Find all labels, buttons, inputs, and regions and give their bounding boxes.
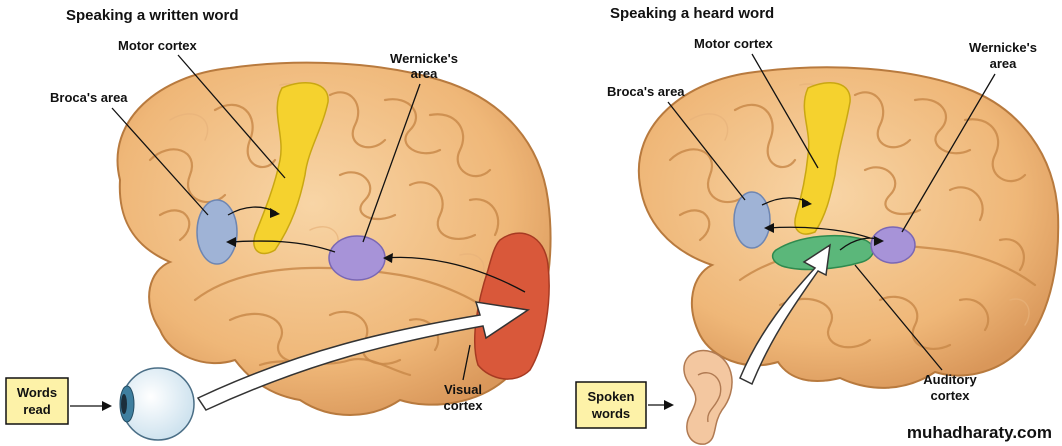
watermark-text: muhadharaty.com: [907, 423, 1052, 442]
left-wernicke-area-region: [328, 235, 386, 281]
right-leader-motor: [751, 53, 819, 169]
left-panel: Speaking a written word: [5, 7, 552, 441]
left-label-visual-line1: Visual: [444, 382, 482, 397]
right-label-wernicke-line1: Wernicke's: [969, 40, 1037, 55]
right-input-box-line1: Spoken: [588, 389, 635, 404]
left-brain-illustration: [116, 61, 552, 416]
right-broca-area-region: [733, 191, 771, 249]
right-arrowhead-motor: [802, 198, 812, 208]
right-arrowhead-broca: [764, 223, 774, 233]
right-arrowhead-wernicke: [874, 236, 884, 246]
left-arrow-visual-to-wernicke: [384, 256, 526, 293]
left-label-wernicke-line2: area: [411, 66, 439, 81]
right-gyri: [668, 83, 1030, 350]
right-panel: Speaking a heard word: [575, 5, 1060, 445]
right-brain-shape: [637, 66, 1060, 389]
left-visual-input-arrow: [196, 301, 531, 411]
left-input-box: Words read: [5, 377, 69, 425]
left-arrow-wernicke-to-broca: [229, 240, 336, 253]
right-label-auditory-line2: cortex: [930, 388, 970, 403]
left-leader-visual: [462, 344, 471, 381]
left-pathway-arrows: [226, 206, 526, 293]
left-arrowhead-motor: [270, 208, 280, 218]
left-arrowhead-broca: [226, 237, 236, 247]
left-input-box-line2: read: [23, 402, 51, 417]
right-auditory-input-arrow: [739, 243, 831, 386]
right-motor-cortex-region: [794, 81, 851, 235]
left-leader-motor: [177, 54, 286, 179]
left-visual-cortex-region: [473, 232, 550, 380]
left-input-box-line1: Words: [17, 385, 57, 400]
ear-icon: [683, 349, 733, 445]
right-panel-title: Speaking a heard word: [610, 5, 774, 22]
right-brain-illustration: [637, 66, 1060, 389]
left-label-broca: Broca's area: [50, 90, 128, 105]
left-input-arrowhead: [102, 401, 112, 411]
eye-icon: [119, 367, 195, 441]
right-leader-auditory: [854, 264, 943, 371]
left-arrowhead-wernicke: [383, 253, 393, 263]
right-label-motor-cortex: Motor cortex: [694, 36, 774, 51]
right-arrow-wernicke-to-broca: [767, 226, 871, 239]
right-leader-broca: [667, 101, 746, 201]
right-input-box-line2: words: [591, 406, 630, 421]
left-label-visual-line2: cortex: [443, 398, 483, 413]
right-label-broca: Broca's area: [607, 84, 685, 99]
right-leader-wernicke: [901, 73, 996, 233]
right-pathway-arrows: [761, 197, 884, 251]
right-label-auditory-line1: Auditory: [923, 372, 977, 387]
left-broca-area-region: [196, 199, 238, 265]
right-label-wernicke-line2: area: [990, 56, 1018, 71]
left-label-wernicke-line1: Wernicke's: [390, 51, 458, 66]
right-wernicke-area-region: [870, 226, 916, 264]
right-input-arrowhead: [664, 400, 674, 410]
right-input-box: Spoken words: [575, 381, 647, 429]
left-leader-broca: [111, 107, 209, 216]
left-sylvian-fissure: [193, 266, 502, 322]
left-leader-wernicke: [362, 83, 421, 243]
left-panel-title: Speaking a written word: [66, 7, 239, 24]
left-label-motor-cortex: Motor cortex: [118, 38, 198, 53]
